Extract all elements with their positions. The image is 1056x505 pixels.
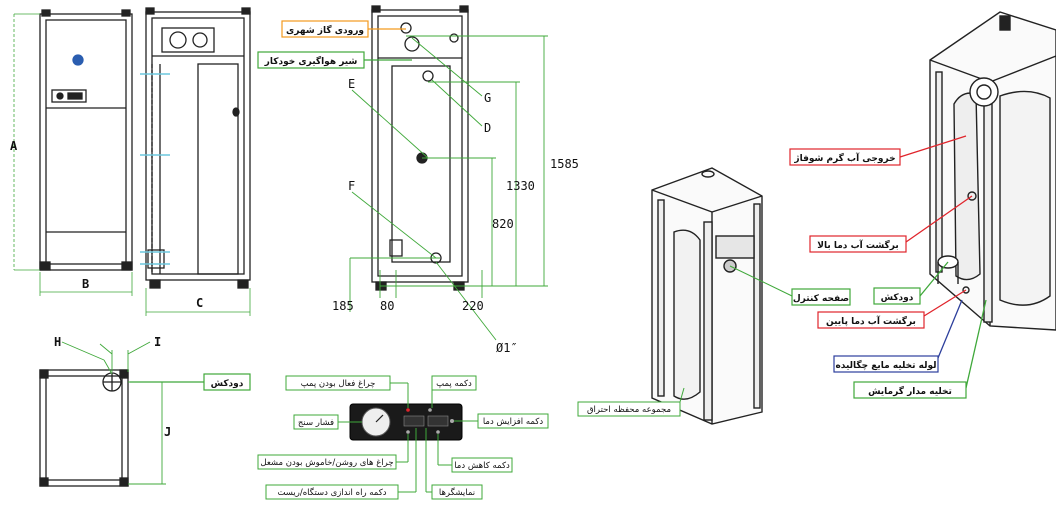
callout-iso-flue: دودکش [873, 287, 921, 305]
iso-rear-view [929, 11, 1056, 331]
dim-1330: 1330 [506, 179, 535, 193]
rear-view [371, 5, 469, 291]
callout-iso-control-panel: صفحه کنترل [791, 288, 851, 306]
top-outer-frame [39, 369, 129, 487]
display-right-icon [427, 415, 449, 427]
callout-low-temp-return: برگشت آب دما پایین [817, 311, 925, 329]
callout-hot-water-out: خروجی آب گرم شوفاژ [789, 148, 901, 166]
callout-circuit-drain: تخلیه مدار گرمایش [853, 381, 967, 399]
rear-tank [391, 65, 451, 263]
dim-220: 220 [462, 299, 484, 313]
callout-temp-down-text: دکمه کاهش دما [454, 461, 510, 471]
callout-low-temp-return-text: برگشت آب دما پایین [826, 315, 916, 327]
callout-iso-control-panel-text: صفحه کنترل [793, 294, 849, 304]
callout-circuit-drain-text: تخلیه مدار گرمایش [868, 385, 952, 397]
callout-pump-button-text: دکمه پمپ [436, 379, 472, 389]
iso-front-leaders [679, 265, 793, 403]
callout-pump-lamp: چراغ فعال بودن پمپ [285, 375, 391, 391]
front-outer-frame [39, 13, 133, 271]
callout-pressure-gauge-text: فشار سنج [298, 418, 334, 428]
callout-auto-air-vent: شیر هواگیری خودکار [257, 51, 412, 69]
label-d: D [484, 121, 491, 135]
display-left-icon [403, 415, 425, 427]
dim-b-label: B [82, 277, 89, 291]
front-control-panel [51, 89, 87, 103]
pump-button-icon[interactable] [428, 408, 432, 412]
callout-displays: نمایشگرها [431, 484, 483, 500]
callout-displays-text: نمایشگرها [439, 487, 475, 498]
callout-high-temp-return-text: برگشت آب دما بالا [817, 239, 898, 251]
callout-condensate-drain-text: لوله تخلیه مایع چگالیده [835, 359, 936, 371]
callout-hot-water-out-text: خروجی آب گرم شوفاژ [793, 152, 895, 164]
callout-temp-up: دکمه افزایش دما [477, 413, 549, 429]
top-dimensions [61, 341, 204, 485]
callout-iso-flue-text: دودکش [881, 293, 914, 303]
callout-pump-lamp-text: چراغ فعال بودن پمپ [301, 379, 376, 389]
label-g: G [484, 91, 491, 105]
rear-dimensions [349, 35, 548, 341]
dim-185: 185 [332, 299, 354, 313]
control-panel [349, 403, 463, 441]
side-tank [197, 63, 239, 275]
callout-top-flue-text: دودکش [211, 379, 244, 389]
burner-lamp-icon [406, 430, 410, 434]
iso-front-combustion [673, 229, 701, 400]
callout-gas-inlet: ورودی گاز شهری [281, 20, 406, 38]
callout-gas-inlet-text: ورودی گاز شهری [286, 24, 364, 36]
callout-iso-combustion: مجموعه محفظه احتراق [577, 401, 681, 417]
dim-c-label: C [196, 296, 203, 310]
callout-start-reset-text: دکمه راه اندازی دستگاه/ریست [277, 487, 386, 498]
pump-lamp-icon [406, 408, 410, 412]
dim-a-label: A [10, 139, 18, 153]
side-view [140, 7, 251, 316]
front-view [13, 9, 133, 296]
callout-temp-up-text: دکمه افزایش دما [483, 417, 544, 427]
callout-pump-button: دکمه پمپ [431, 375, 477, 391]
side-outer-frame [145, 11, 251, 281]
front-logo-icon [72, 54, 84, 66]
label-i: I [154, 335, 161, 349]
callout-temp-down: دکمه کاهش دما [451, 457, 513, 473]
callout-pressure-gauge: فشار سنج [293, 414, 339, 430]
iso-rear-tank [999, 90, 1051, 306]
callout-burner-lamps-text: چراغ های روشن/خاموش بودن مشعل [260, 458, 393, 468]
iso-rear-leaders [899, 135, 987, 389]
rear-outer-frame [371, 9, 469, 283]
temp-up-button-icon[interactable] [450, 419, 454, 423]
dim-1585: 1585 [550, 157, 579, 171]
callout-high-temp-return: برگشت آب دما بالا [809, 235, 907, 253]
front-inner-panel [45, 19, 127, 265]
iso-front-control-box [715, 235, 755, 259]
iso-front-view [651, 167, 763, 425]
dim-80: 80 [380, 299, 394, 313]
side-burner-assembly [161, 27, 215, 53]
label-j: J [164, 425, 171, 439]
dim-820: 820 [492, 217, 514, 231]
label-e: E [348, 77, 355, 91]
callout-burner-lamps: چراغ های روشن/خاموش بودن مشعل [257, 454, 397, 470]
callout-condensate-drain: لوله تخلیه مایع چگالیده [833, 355, 939, 373]
callout-top-flue: دودکش [203, 373, 251, 391]
callout-auto-air-vent-text: شیر هواگیری خودکار [264, 55, 358, 67]
label-f: F [348, 179, 355, 193]
label-h: H [54, 335, 61, 349]
callout-iso-combustion-text: مجموعه محفظه احتراق [587, 405, 671, 415]
top-view [39, 369, 129, 487]
temp-down-button-icon[interactable] [436, 430, 440, 434]
callout-start-reset: دکمه راه اندازی دستگاه/ریست [265, 484, 399, 500]
dim-pipe: Ø1″ [496, 341, 518, 355]
